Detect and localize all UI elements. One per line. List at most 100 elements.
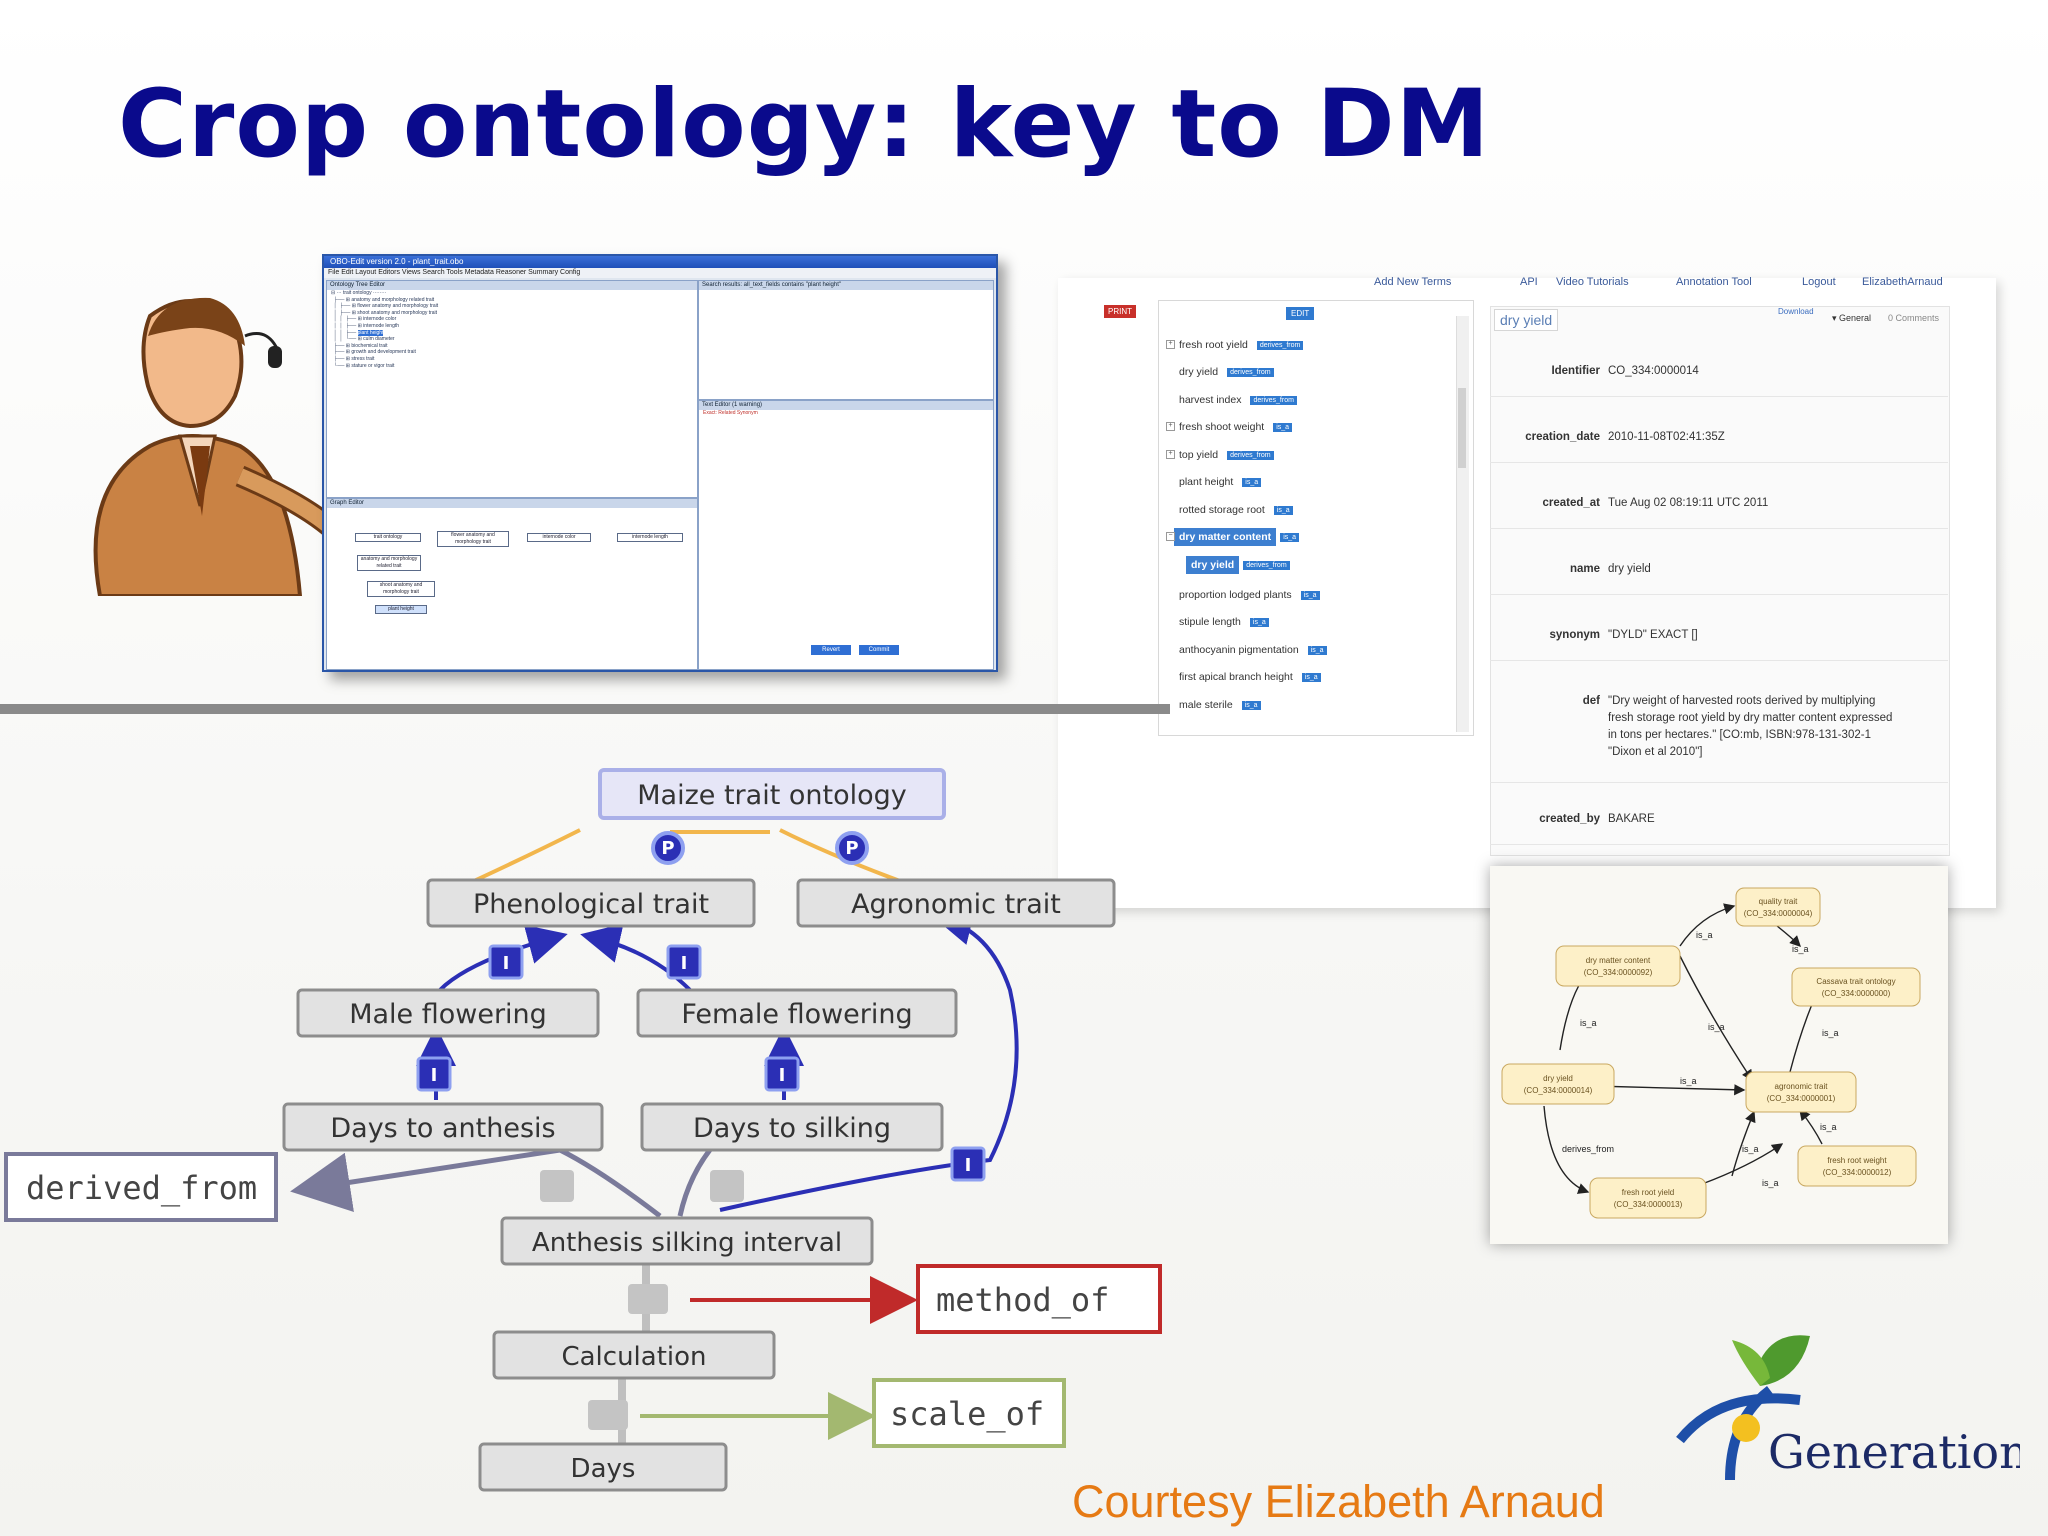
part-of-badge: [835, 831, 869, 865]
graph-edge: [1543, 1105, 1590, 1194]
edge-label: is_a: [1762, 1178, 1779, 1188]
graph-node-anatomy-trait[interactable]: anatomy and morphology related trait: [357, 555, 421, 571]
nav-user[interactable]: ElizabethArnaud: [1862, 276, 1943, 288]
graph-node-box[interactable]: [1589, 1177, 1707, 1219]
graph-node-name: fresh root yield: [1622, 1188, 1674, 1197]
courtesy-credit: Courtesy Elizabeth Arnaud: [1072, 1476, 1605, 1527]
expand-icon[interactable]: +: [1166, 450, 1175, 459]
slide-title: Crop ontology: key to DM: [118, 70, 1491, 179]
detail-value-def: "Dry weight of harvested roots derived b…: [1608, 695, 1893, 758]
root-node-label: Maize trait ontology: [637, 780, 907, 811]
graph-node-internode-color[interactable]: internode color: [527, 533, 591, 542]
node-box[interactable]: [492, 1330, 776, 1380]
print-button[interactable]: PRINT: [1104, 305, 1136, 318]
graph-node-plant-height[interactable]: plant height: [375, 605, 427, 614]
node-box[interactable]: [478, 1442, 728, 1492]
tree-term[interactable]: fresh shoot weight: [1179, 421, 1265, 433]
collapse-icon[interactable]: −: [1166, 532, 1175, 541]
nav-video-tutorials[interactable]: Video Tutorials: [1556, 276, 1629, 288]
tree-term[interactable]: anthocyanin pigmentation: [1179, 644, 1299, 656]
graph-node-name: Cassava trait ontology: [1816, 977, 1895, 986]
tree-term[interactable]: proportion lodged plants: [1179, 589, 1292, 601]
part-of-badge: [651, 831, 685, 865]
revert-button[interactable]: Revert: [811, 645, 851, 655]
relation-badge: derives_from: [1243, 561, 1290, 570]
download-link[interactable]: Download: [1778, 307, 1814, 316]
root-node-box[interactable]: [598, 768, 946, 820]
detail-value-created-at: Tue Aug 02 08:19:11 UTC 2011: [1608, 497, 1769, 509]
detail-row: [1490, 784, 1948, 845]
graph-node-box[interactable]: [1797, 1145, 1917, 1187]
text-editor-header: Text Editor (1 warning): [699, 401, 993, 410]
is-a-edge: [438, 924, 568, 992]
relation-badge: is_a: [1249, 618, 1269, 627]
relation-badge: is_a: [1241, 701, 1261, 710]
is-a-badge-label: I: [779, 1065, 786, 1086]
nav-api[interactable]: API: [1520, 276, 1538, 288]
detail-key-def: def: [1582, 695, 1600, 707]
expand-icon[interactable]: +: [1166, 422, 1175, 431]
graph-node-box[interactable]: [1791, 967, 1921, 1007]
node-phenological-trait: Phenological trait: [473, 889, 709, 920]
graph-node-box[interactable]: [1555, 945, 1681, 987]
tab-comments[interactable]: 0 Comments: [1888, 313, 1940, 323]
node-box[interactable]: [296, 988, 600, 1038]
node-box[interactable]: [426, 878, 756, 928]
relation-badge: is_a: [1300, 591, 1320, 600]
tree-term-selected[interactable]: dry yield: [1186, 556, 1240, 574]
detail-value-name: dry yield: [1608, 563, 1651, 575]
tree-term-selected[interactable]: dry matter content: [1174, 528, 1277, 546]
expand-icon[interactable]: +: [1166, 340, 1175, 349]
relation-badge: derives_from: [1256, 341, 1304, 350]
node-calculation: Calculation: [561, 1342, 706, 1372]
graph-node-box[interactable]: [1745, 1071, 1857, 1113]
edit-button[interactable]: EDIT: [1286, 307, 1315, 320]
nav-annotation-tool[interactable]: Annotation Tool: [1676, 276, 1752, 288]
edge-label: is_a: [1680, 1076, 1697, 1086]
term-relationship-graph: is_a is_a is_a is_a is_a is_a is_a is_a …: [1490, 866, 1948, 1244]
detail-row: [1490, 402, 1948, 463]
tree-term[interactable]: fresh root yield: [1179, 339, 1248, 351]
legend-method-of-box: [916, 1264, 1162, 1334]
legend-derived-from: derived_from: [26, 1169, 257, 1207]
graph-node-shoot-trait[interactable]: shoot anatomy and morphology trait: [367, 581, 435, 597]
tree-scrollbar[interactable]: [1456, 316, 1469, 732]
node-days: Days: [571, 1454, 636, 1484]
relation-badge: is_a: [1273, 423, 1293, 432]
term-tree-panel: [1158, 300, 1474, 736]
tab-general[interactable]: ▾ General: [1832, 313, 1872, 323]
graph-node-internode-length[interactable]: internode length: [617, 533, 683, 542]
detail-key-identifier: Identifier: [1551, 365, 1600, 377]
graph-node-trait-ontology[interactable]: trait ontology: [355, 533, 421, 542]
graph-node-box[interactable]: [1735, 887, 1821, 927]
graph-node-flower-trait[interactable]: flower anatomy and morphology trait: [437, 531, 509, 547]
tree-term[interactable]: harvest index: [1179, 394, 1242, 406]
tree-term[interactable]: stipule length: [1179, 616, 1241, 628]
connector-square: [710, 1170, 744, 1202]
tree-term[interactable]: dry yield: [1179, 366, 1219, 378]
tree-term[interactable]: first apical branch height: [1179, 671, 1293, 683]
node-box[interactable]: [282, 1102, 604, 1152]
graph-editor-pane: Graph Editor trait ontology flower anato…: [326, 498, 698, 670]
tree-term[interactable]: rotted storage root: [1179, 504, 1265, 516]
nav-logout[interactable]: Logout: [1802, 276, 1836, 288]
node-box[interactable]: [636, 988, 958, 1038]
tree-term[interactable]: top yield: [1179, 449, 1219, 461]
tree-term[interactable]: plant height: [1179, 476, 1234, 488]
graph-node-box[interactable]: [1501, 1063, 1615, 1105]
node-box[interactable]: [500, 1216, 874, 1266]
graph-node-code: (CO_334:0000012): [1823, 1168, 1892, 1177]
nav-add-new-terms[interactable]: Add New Terms: [1374, 276, 1452, 288]
node-male-flowering: Male flowering: [349, 999, 547, 1030]
relation-badge: is_a: [1242, 478, 1262, 487]
tree-scrollbar-thumb[interactable]: [1458, 388, 1466, 468]
graph-pane-header: Graph Editor: [327, 499, 697, 508]
tree-term[interactable]: male sterile: [1179, 699, 1233, 711]
commit-button[interactable]: Commit: [859, 645, 899, 655]
tree-pane-header: Ontology Tree Editor: [327, 281, 697, 290]
detail-term-name: dry yield: [1494, 309, 1559, 331]
node-box[interactable]: [796, 878, 1116, 928]
node-box[interactable]: [640, 1102, 944, 1152]
legend-derived-from-box: [4, 1152, 278, 1222]
is-a-badge: [764, 1056, 800, 1092]
